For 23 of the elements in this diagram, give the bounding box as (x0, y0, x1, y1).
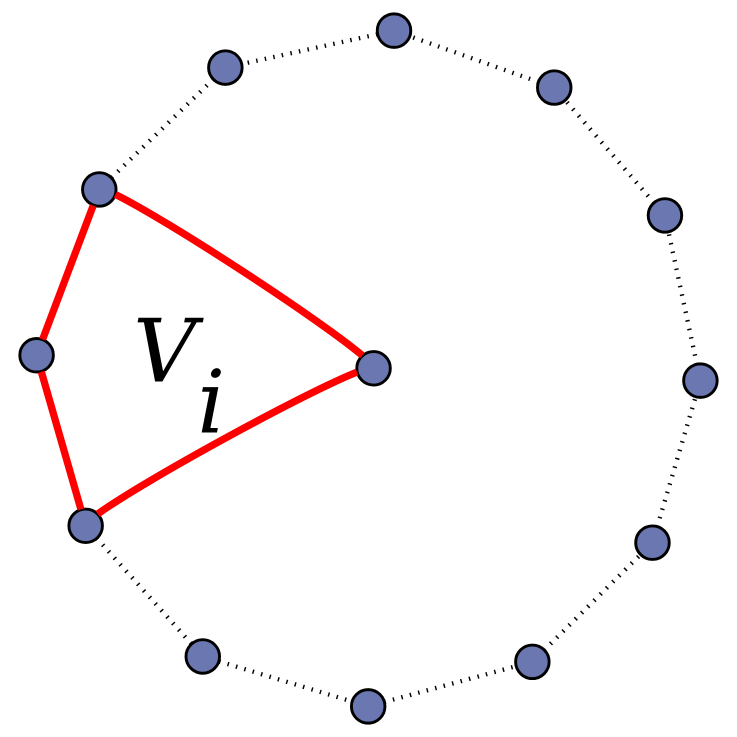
connector (542, 552, 642, 652)
node-circle (18, 337, 55, 374)
node-circle (682, 362, 719, 399)
connector (110, 78, 215, 180)
node-circle (81, 171, 118, 208)
node-circle (634, 524, 671, 561)
node-circle (514, 644, 551, 680)
connector (114, 191, 365, 358)
connector (96, 368, 358, 517)
connector (95, 536, 194, 646)
node-circle (184, 638, 221, 675)
connector (666, 232, 700, 365)
node-circle (350, 688, 386, 725)
connector (564, 98, 656, 204)
connector (655, 396, 698, 528)
connector (38, 370, 84, 510)
node-circle (207, 49, 244, 86)
node-circle (67, 508, 104, 544)
connector (39, 204, 97, 341)
node-circle (355, 350, 392, 386)
node-circle (646, 197, 684, 234)
node-circle (376, 12, 412, 49)
node-circle (536, 69, 572, 106)
